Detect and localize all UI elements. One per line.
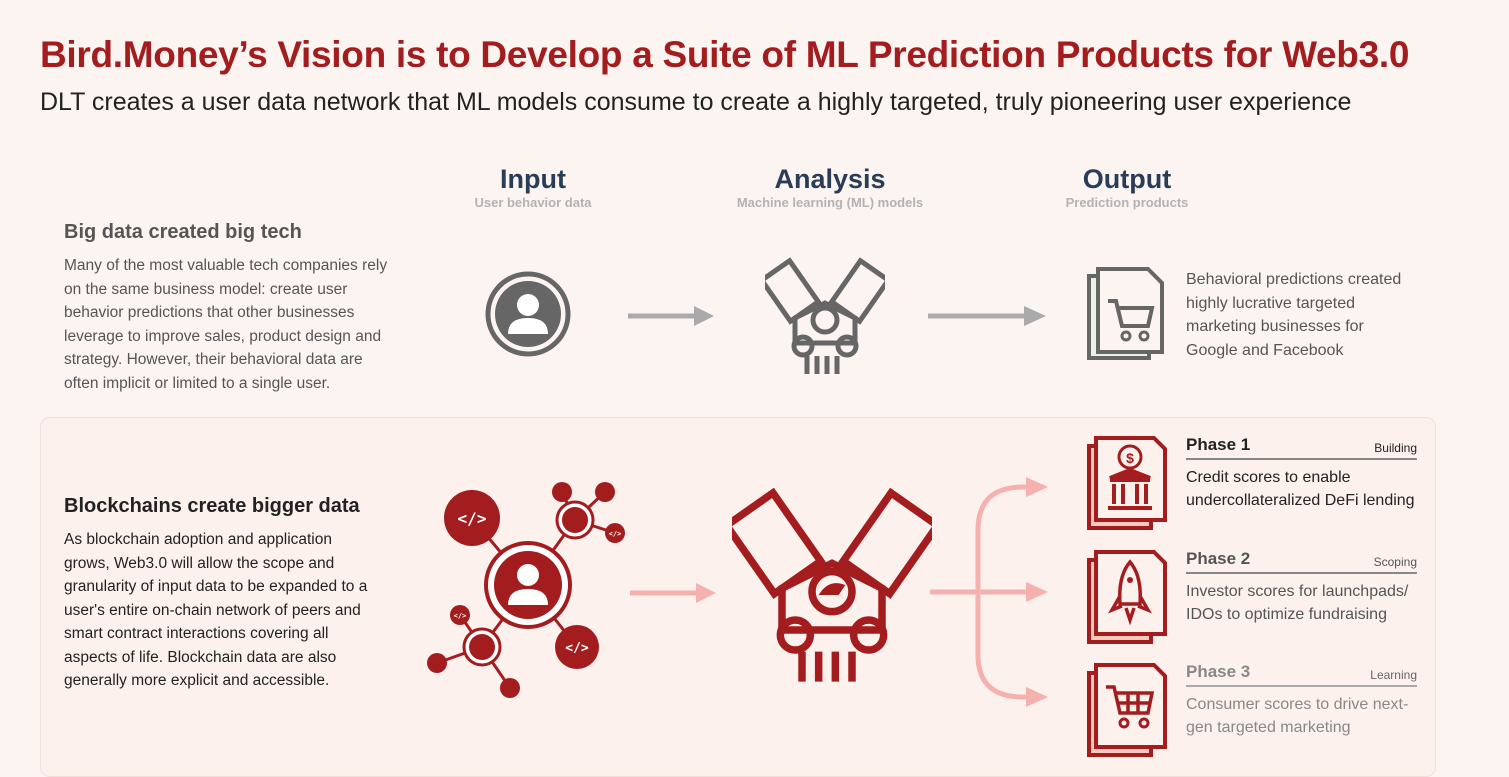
phase-status: Learning <box>1370 668 1417 682</box>
big-data-body: Many of the most valuable tech companies… <box>64 257 388 392</box>
column-subheading: Machine learning (ML) models <box>736 195 924 210</box>
phase-title: Phase 1 <box>1186 435 1251 454</box>
phase-3: Phase 3 Learning Consumer scores to drive… <box>1186 662 1417 739</box>
rocket-icon <box>1087 550 1167 644</box>
phase-status: Scoping <box>1373 555 1417 569</box>
column-heading: Input <box>500 164 566 194</box>
arrow-right-icon <box>928 306 1046 326</box>
engine-icon <box>765 257 885 374</box>
page-title: Bird.Money’s Vision is to Develop a Suit… <box>40 34 1410 75</box>
branch-arrows-icon <box>930 477 1048 707</box>
phase-title: Phase 3 <box>1186 662 1251 681</box>
arrow-right-icon <box>628 306 714 326</box>
svg-text:$: $ <box>1126 450 1134 466</box>
column-output: Output Prediction products <box>977 164 1277 210</box>
phase-status: Building <box>1374 441 1417 455</box>
phase-description: Investor scores for launchpads/ IDOs to … <box>1186 583 1409 623</box>
page-subtitle: DLT creates a user data network that ML … <box>40 88 1352 116</box>
phase-title: Phase 2 <box>1186 549 1251 568</box>
big-data-heading: Big data created big tech <box>64 221 302 243</box>
column-heading: Analysis <box>774 164 886 194</box>
column-analysis: Analysis Machine learning (ML) models <box>680 164 980 210</box>
phase-description: Consumer scores to drive next-gen target… <box>1186 696 1409 736</box>
phase-1: Phase 1 Building Credit scores to enable … <box>1186 435 1417 512</box>
phase-description: Credit scores to enable undercollaterali… <box>1186 469 1415 509</box>
user-network-icon: </> </> </> </> <box>427 482 625 698</box>
blockchain-body: As blockchain adoption and application g… <box>64 531 368 689</box>
blockchain-panel <box>40 417 1436 777</box>
code-icon: </> <box>565 641 589 656</box>
shopping-document-icon <box>1087 267 1164 360</box>
arrow-right-icon <box>630 583 716 603</box>
code-icon: </> <box>609 530 622 538</box>
engine-bird-icon <box>732 487 932 682</box>
column-subheading: User behavior data <box>474 195 592 210</box>
column-subheading: Prediction products <box>1065 195 1189 210</box>
user-icon <box>485 271 571 357</box>
bank-icon: $ <box>1087 436 1167 530</box>
code-icon: </> <box>454 612 467 620</box>
blockchain-heading: Blockchains create bigger data <box>64 495 360 517</box>
phase-2: Phase 2 Scoping Investor scores for launc… <box>1186 549 1417 626</box>
cart-icon <box>1087 663 1167 757</box>
column-input: Input User behavior data <box>383 164 683 210</box>
column-heading: Output <box>1082 164 1172 194</box>
code-icon: </> <box>458 509 487 528</box>
output-description: Behavioral predictions created highly lu… <box>1186 271 1402 359</box>
